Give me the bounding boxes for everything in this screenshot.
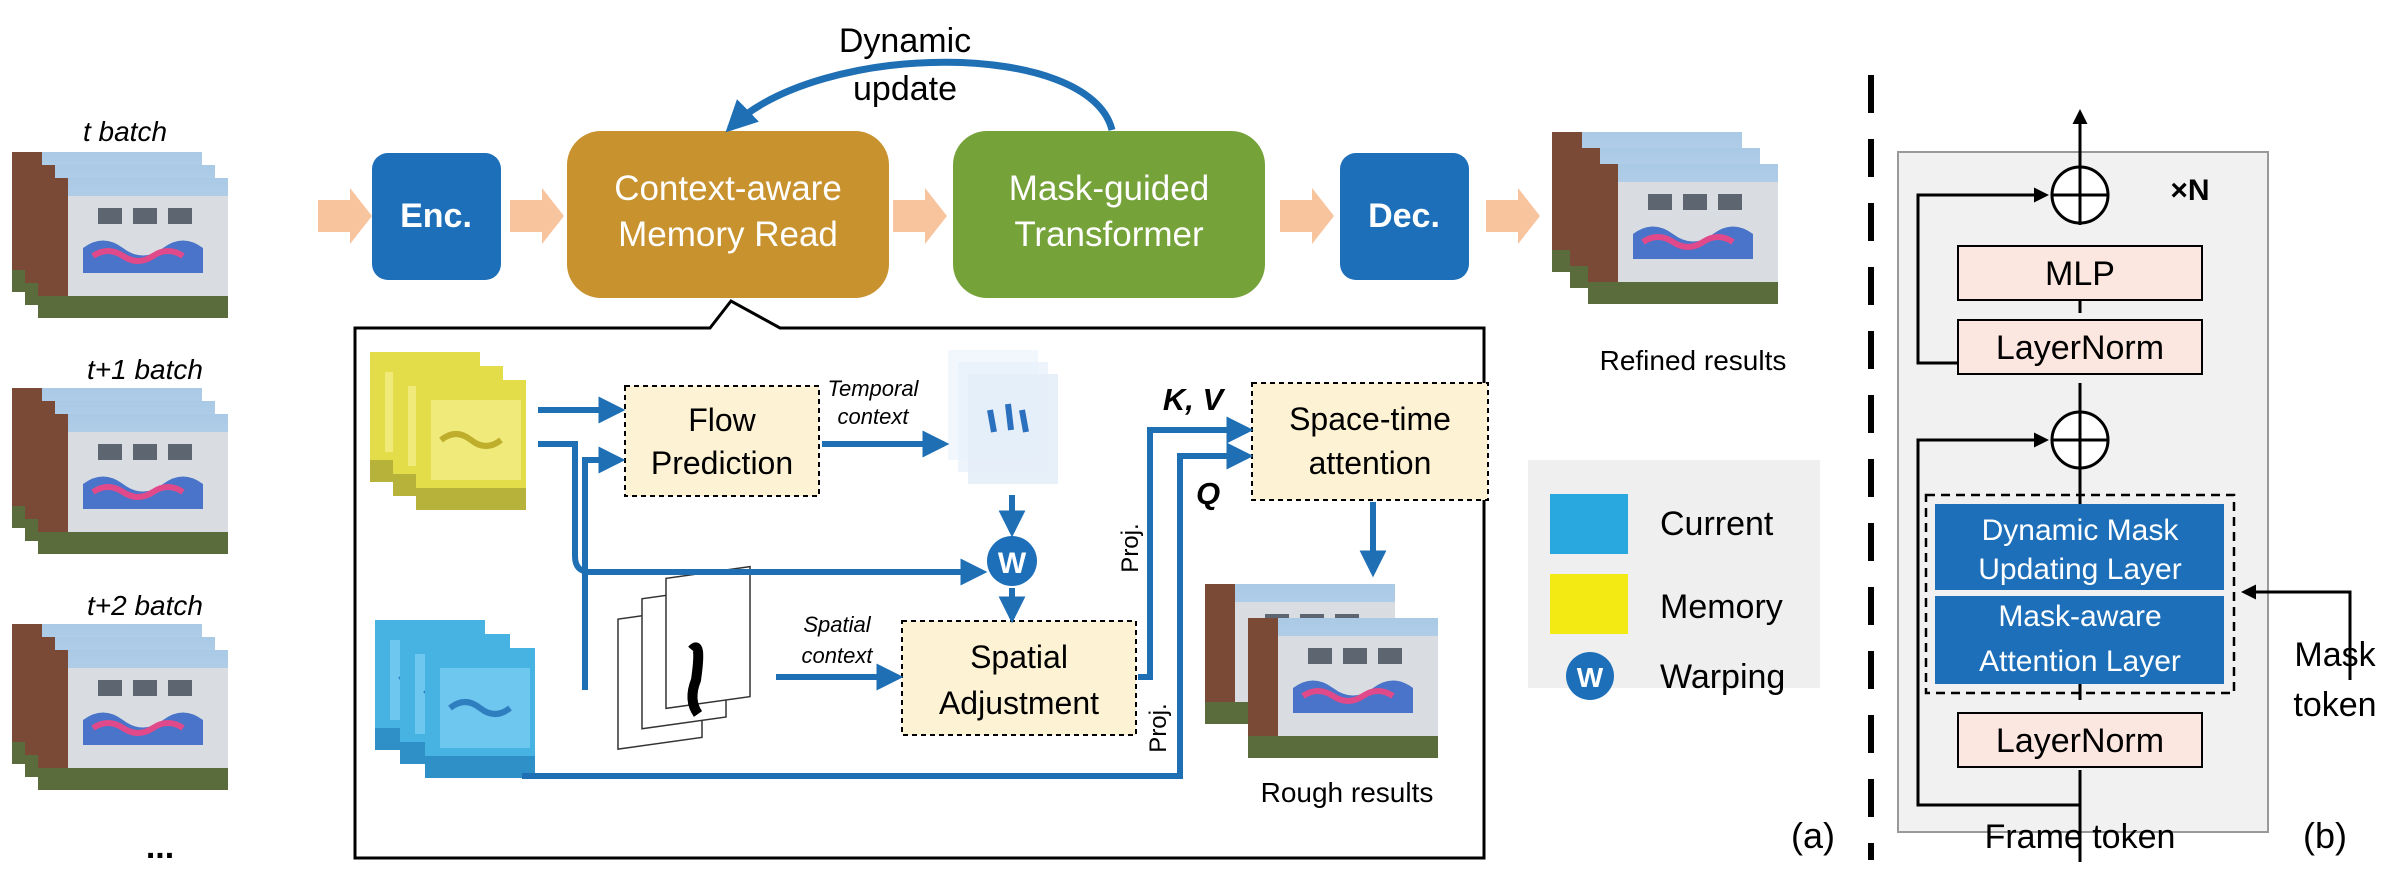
input-frames-t2 (12, 624, 228, 790)
mask-aware-label-2: Attention Layer (1979, 645, 2181, 678)
repeat-label: ×N (2170, 174, 2209, 207)
kv-label: K, V (1163, 382, 1226, 417)
decoder-box: Dec. (1340, 153, 1469, 280)
legend-warp-symbol: W (1577, 662, 1604, 693)
flow-arrows (318, 188, 1540, 244)
proj-label-upper: Proj. (1117, 523, 1144, 572)
warp-node (987, 536, 1037, 586)
layernorm-bottom-box: LayerNorm (1957, 712, 2203, 768)
dynamic-update-label-2: update (853, 70, 957, 108)
spatial-adjustment-label-2: Adjustment (939, 685, 1099, 721)
spatial-context-label-1: Spatial (803, 612, 871, 637)
proj-label-lower: Proj. (1145, 703, 1172, 752)
memory-read-box: Context-aware Memory Read (567, 131, 889, 298)
space-time-attention-box: Space-time attention (1251, 382, 1489, 501)
q-label: Q (1196, 476, 1220, 511)
temporal-context-frames (948, 350, 1058, 484)
dynamic-update-arrow (725, 58, 1116, 133)
legend: Current Memory W Warping (1528, 460, 1820, 700)
encoder-label: Enc. (400, 197, 472, 235)
rough-results-label: Rough results (1261, 777, 1434, 808)
flow-prediction-label-2: Prediction (651, 445, 793, 481)
caption-b: (b) (2303, 815, 2347, 856)
transformer-label-1: Mask-guided (1009, 169, 1209, 208)
warp-node-label: W (998, 547, 1027, 580)
flow-prediction-label-1: Flow (688, 402, 756, 438)
mlp-label: MLP (2045, 255, 2115, 293)
memory-read-label-2: Memory Read (618, 215, 838, 254)
batch-label-t2: t+2 batch (87, 590, 203, 621)
legend-current-swatch (1550, 494, 1628, 554)
temporal-context-label-1: Temporal (828, 376, 920, 401)
mask-layers-group: Dynamic Mask Updating Layer Mask-aware A… (1924, 493, 2236, 695)
input-frames-t (12, 152, 228, 318)
mask-aware-label-1: Mask-aware (1998, 600, 2161, 633)
input-frames-t1 (12, 388, 228, 554)
spatial-adjustment-box: Spatial Adjustment (901, 620, 1137, 736)
residual-add-bottom (2050, 410, 2110, 470)
spatial-context-frames (617, 565, 751, 751)
residual-add-top (2050, 165, 2110, 225)
batch-label-t1: t+1 batch (87, 354, 203, 385)
decoder-label: Dec. (1368, 197, 1440, 235)
spatial-adjustment-label-1: Spatial (970, 639, 1068, 675)
legend-current-label: Current (1660, 505, 1774, 543)
dynamic-mask-label-2: Updating Layer (1978, 553, 2181, 586)
transformer-label-2: Transformer (1014, 215, 1204, 254)
mlp-box: MLP (1957, 245, 2203, 301)
temporal-context-label-2: context (838, 404, 910, 429)
refined-results-label: Refined results (1600, 345, 1787, 376)
layernorm-top-box: LayerNorm (1957, 319, 2203, 375)
spatial-context-label-2: context (802, 643, 874, 668)
ellipsis: ... (146, 828, 174, 866)
memory-frames (370, 352, 526, 510)
memory-read-label-1: Context-aware (614, 169, 842, 208)
transformer-box: Mask-guided Transformer (953, 131, 1265, 298)
frame-token-label: Frame token (1985, 818, 2176, 856)
mask-token-label-1: Mask (2294, 636, 2376, 674)
dynamic-mask-label-1: Dynamic Mask (1982, 514, 2180, 547)
flow-prediction-box: Flow Prediction (624, 385, 820, 497)
mask-token-label-2: token (2293, 686, 2376, 724)
legend-warping-label: Warping (1660, 658, 1785, 696)
legend-memory-swatch (1550, 574, 1628, 634)
space-time-attention-label-2: attention (1309, 445, 1432, 481)
legend-warp-icon (1566, 652, 1614, 700)
encoder-box: Enc. (372, 153, 501, 280)
layernorm-top-label: LayerNorm (1996, 329, 2164, 367)
layernorm-bottom-label: LayerNorm (1996, 722, 2164, 760)
legend-memory-label: Memory (1660, 588, 1783, 626)
dynamic-update-label-1: Dynamic (839, 22, 971, 60)
caption-a: (a) (1791, 815, 1835, 856)
refined-results-frames (1552, 132, 1778, 304)
detail-arrows (522, 396, 1387, 779)
batch-label-t: t batch (83, 116, 167, 147)
space-time-attention-label-1: Space-time (1289, 401, 1451, 437)
